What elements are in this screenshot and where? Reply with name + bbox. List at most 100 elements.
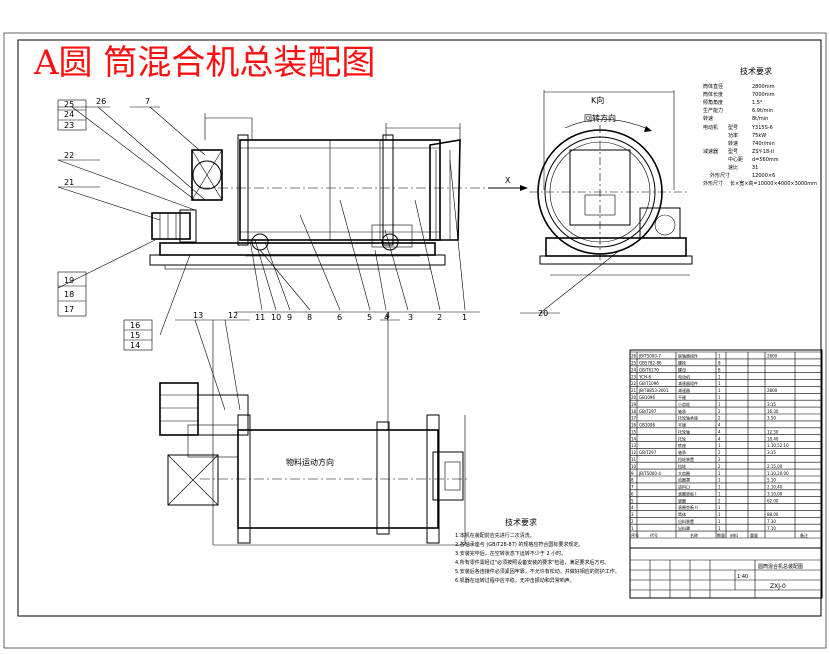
parts-row-no: 25	[631, 361, 637, 366]
parts-row-name: 轴承	[678, 408, 686, 414]
parts-row-code: GB1096	[639, 423, 655, 428]
parts-row-name: 挡轮	[678, 463, 686, 469]
parts-row-code: GB5782-86	[639, 361, 662, 366]
callout-10: 10	[271, 313, 281, 322]
parts-row-no: 2	[631, 519, 634, 524]
svg-text:外形尺寸: 外形尺寸	[710, 172, 730, 179]
parts-row-name: 滚圈	[678, 497, 686, 503]
parts-header-note: 备注	[800, 532, 808, 538]
svg-text:技术要求: 技术要求	[505, 517, 537, 527]
material-direction-label: 物料运动方向	[286, 457, 334, 467]
callout-11: 11	[255, 313, 265, 322]
callout-26: 26	[96, 97, 106, 106]
parts-row-code: JB/T8853-2001	[638, 388, 669, 393]
parts-row-no: 12	[631, 450, 637, 455]
side-view: K向 回转方向	[530, 90, 693, 276]
svg-text:外形尺寸: 外形尺寸	[703, 180, 723, 187]
parts-row-name: 挡轮装置	[678, 456, 694, 462]
svg-text:技术要求: 技术要求	[740, 66, 772, 76]
parts-row-qty: 4	[718, 429, 721, 434]
svg-text:75kW: 75kW	[752, 133, 766, 139]
svg-text:功率: 功率	[728, 132, 738, 139]
parts-row-code: GB/T1096	[639, 381, 659, 386]
callout-left-group	[57, 99, 153, 351]
svg-text:12000×6: 12000×6	[752, 173, 775, 179]
svg-text:倾角角度: 倾角角度	[703, 99, 723, 106]
svg-text:转速: 转速	[728, 140, 738, 147]
parts-row-name: 电动机	[678, 373, 690, 379]
parts-row-no: 16	[631, 423, 637, 428]
parts-header-name: 名称	[690, 532, 698, 538]
parts-row-note: 3.15	[767, 402, 776, 407]
svg-text:31: 31	[752, 165, 758, 171]
callout-4: 4	[384, 313, 389, 322]
parts-row-note: 88.00	[767, 512, 779, 517]
parts-row-note: 1.10,52.10	[767, 443, 789, 448]
parts-row-no: 13	[631, 443, 637, 448]
callout-24: 24	[64, 110, 74, 119]
parts-row-qty: 8	[718, 367, 721, 372]
title-block: 圆筒混合机总装配图 ZXJ-0 1:40	[629, 547, 823, 599]
parts-row-no: 18	[631, 409, 637, 414]
parts-header-code: 代号	[650, 532, 658, 538]
parts-row-note: 62.00	[767, 498, 779, 503]
callout-20: 20	[538, 309, 548, 318]
parts-row-name: 平键	[678, 394, 686, 400]
parts-row-no: 6	[631, 491, 634, 496]
parts-row-code: GB1096	[639, 395, 655, 400]
rotation-direction-label: 回转方向	[584, 113, 616, 123]
tech-requirements-bottom: 技术要求 1.本机在装配前应先进行二次清洗。 2.各轴承座与 (GB/T28-8…	[455, 517, 620, 584]
callout-8: 8	[307, 313, 312, 322]
callout-4-plan: 4	[385, 311, 390, 320]
parts-row-qty: 1	[718, 512, 721, 517]
callout-13: 13	[193, 311, 203, 320]
drawing-scale-label: 1:40	[737, 574, 748, 580]
parts-row-no: 24	[631, 367, 637, 372]
parts-row-no: 8	[631, 478, 634, 483]
callout-19: 19	[64, 276, 74, 285]
parts-header-material: 材料	[730, 532, 738, 538]
parts-row-qty: 2	[718, 450, 721, 455]
parts-row-qty: 4	[718, 436, 721, 441]
support-roller-right	[381, 233, 399, 251]
parts-row-qty: 1	[718, 395, 721, 400]
parts-row-qty: 1	[718, 388, 721, 393]
svg-text:7000mm: 7000mm	[752, 92, 775, 98]
parts-row-qty: 1	[718, 505, 721, 510]
parts-row-name: 螺栓	[678, 360, 686, 366]
parts-row-no: 17	[631, 416, 637, 421]
parts-row-note: 3.10,00	[767, 491, 783, 496]
parts-row-code: GB/T297	[639, 450, 657, 455]
parts-row-no: 21	[631, 388, 637, 393]
parts-row-no: 9	[631, 471, 634, 476]
parts-row-name: 螺母	[678, 366, 686, 372]
parts-row-code: GB/T297	[639, 409, 657, 414]
parts-row-no: 15	[631, 429, 637, 434]
callout-2: 2	[437, 313, 442, 322]
drawing-name-label: 圆筒混合机总装配图	[758, 563, 803, 570]
parts-row-no: 23	[631, 374, 637, 379]
callout-21: 21	[64, 178, 74, 187]
parts-row-note: 5.10	[767, 478, 776, 483]
parts-row-note: 2800	[767, 354, 778, 359]
svg-text:1.5°: 1.5°	[752, 100, 763, 106]
parts-row-no: 20	[631, 395, 637, 400]
svg-text:筒体直径: 筒体直径	[703, 83, 723, 90]
tech-requirements-top: 技术要求 筒体直径 2800mm 筒体长度 7000mm 倾角角度 1.5° 生…	[703, 66, 817, 187]
svg-text:长×宽×高=10000×4000×3000mm: 长×宽×高=10000×4000×3000mm	[730, 180, 817, 187]
parts-row-no: 19	[631, 402, 637, 407]
parts-row-no: 10	[631, 464, 637, 469]
support-roller-left	[251, 233, 269, 251]
parts-row-qty: 1	[718, 519, 721, 524]
parts-row-name: 托轮轴	[678, 428, 690, 434]
k-view-label: K向	[591, 95, 604, 105]
svg-text:2.各轴承座与 (GB/T28-87) 的规格应符合国标要求: 2.各轴承座与 (GB/T28-87) 的规格应符合国标要求规定。	[455, 541, 583, 548]
callout-18: 18	[64, 290, 74, 299]
parts-row-note: 16.30	[767, 409, 779, 414]
svg-text:ZSY-18-II: ZSY-18-II	[752, 149, 774, 155]
callout-22: 22	[64, 151, 74, 160]
svg-text:6.机器在运转过程中应平稳，无冲击振动和异常响声。: 6.机器在运转过程中应平稳，无冲击振动和异常响声。	[455, 577, 575, 584]
parts-row-qty: 1	[718, 526, 721, 531]
